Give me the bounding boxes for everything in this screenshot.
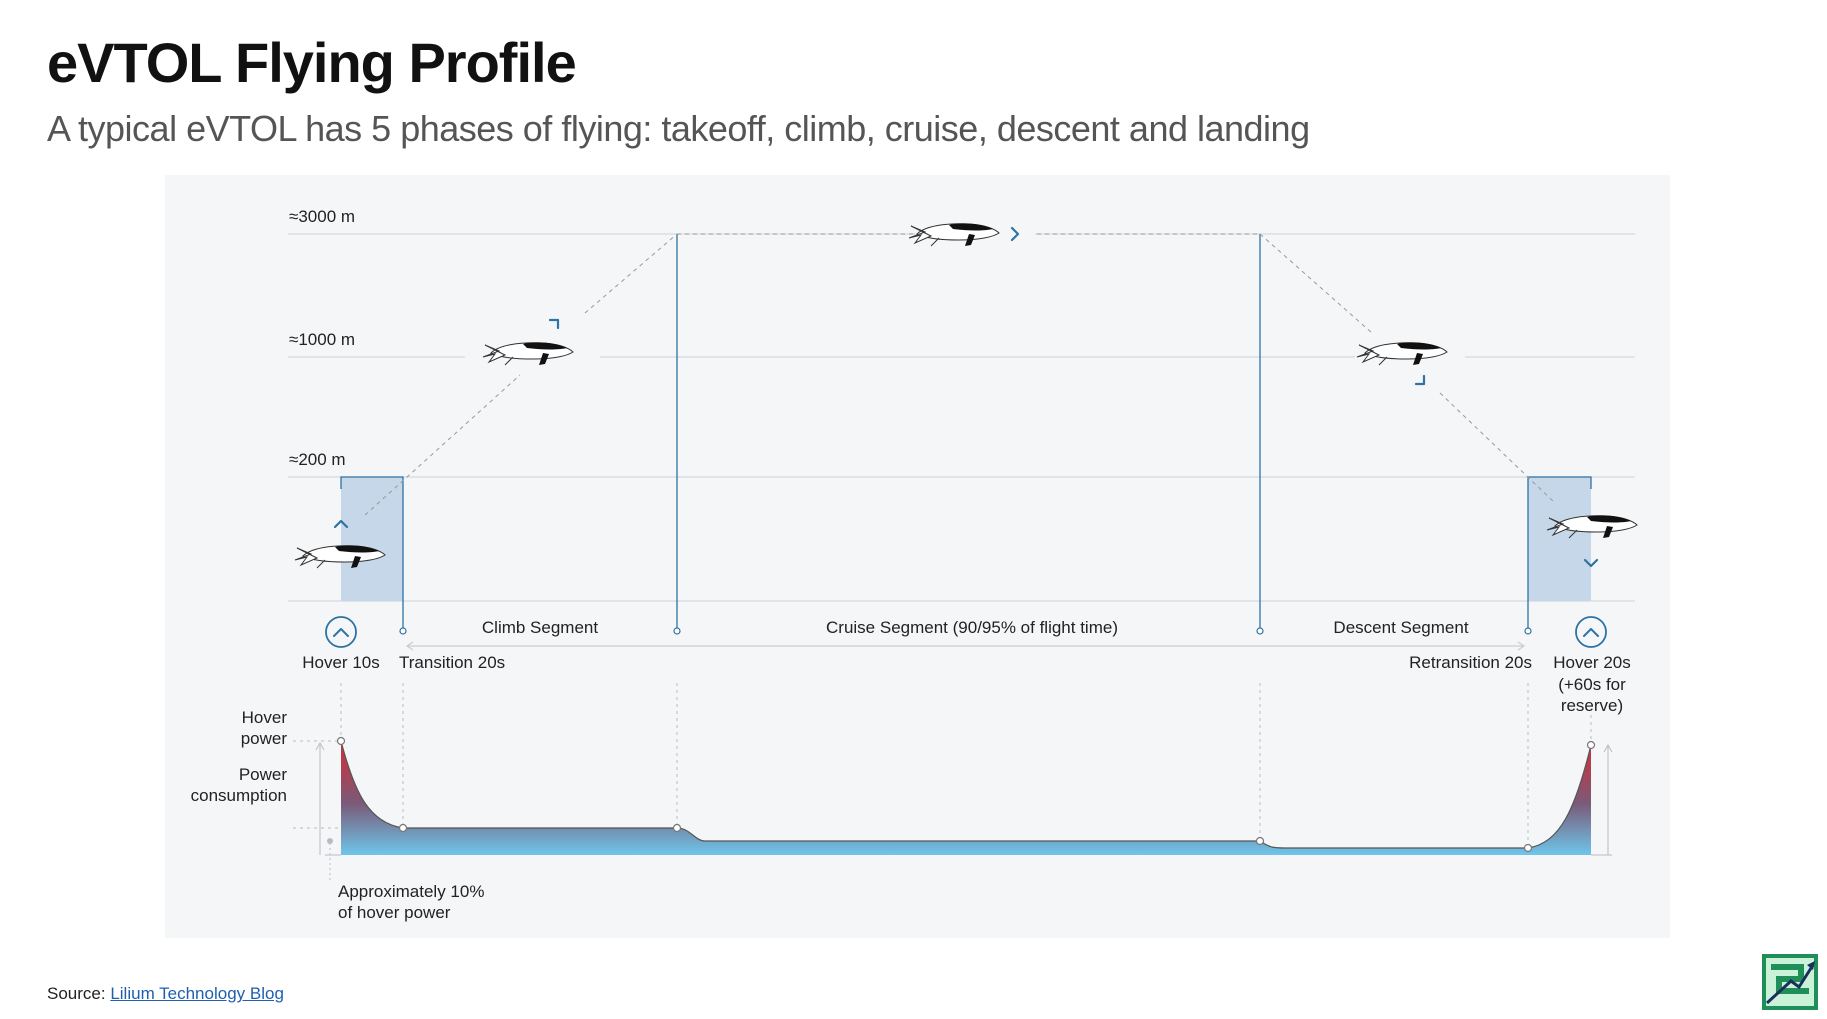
climb-end-marker [673, 627, 681, 635]
cruise-end-marker [1256, 627, 1264, 635]
flight-path [364, 233, 1556, 516]
power-note-line-1: Approximately 10% [338, 882, 484, 901]
source-prefix: Source: [47, 984, 106, 1003]
climb-corner-arrow-icon [548, 318, 560, 330]
aircraft-descent-icon [1356, 341, 1448, 366]
power-point-cruise-end [1255, 836, 1265, 846]
brand-logo-icon [1762, 954, 1818, 1010]
altitude-grid [288, 233, 1635, 602]
aircraft-cruise-icon [908, 222, 1000, 247]
hover-landing-label-1: Hover 20s [1553, 653, 1630, 672]
landing-hover-zone [1528, 477, 1591, 601]
source-note: Source: Lilium Technology Blog [47, 984, 284, 1004]
power-consumption-label-1: Power [239, 765, 288, 784]
power-point-transition [398, 823, 408, 833]
power-consumption-label-2: consumption [191, 786, 287, 805]
power-point-hover-end [1586, 740, 1596, 750]
aircraft-climb-icon [482, 341, 574, 366]
descent-corner-arrow-icon [1414, 374, 1426, 386]
retransition-marker [1524, 627, 1532, 635]
power-note-line-2: of hover power [338, 903, 451, 922]
altitude-label-1000: ≈1000 m [289, 330, 355, 349]
hover-power-label-1: Hover [242, 708, 288, 727]
takeoff-hover-zone [341, 477, 403, 601]
hover-power-label-2: power [241, 729, 288, 748]
page-title: eVTOL Flying Profile [47, 31, 577, 94]
altitude-label-3000: ≈3000 m [289, 207, 355, 226]
transition-marker [399, 627, 407, 635]
flight-profile-panel: ≈3000 m ≈1000 m ≈200 m [165, 175, 1670, 938]
landing-hover-outline [1527, 476, 1592, 629]
ten-percent-marker [327, 838, 333, 844]
flight-profile-diagram: ≈3000 m ≈1000 m ≈200 m [191, 207, 1638, 922]
power-point-climb-end [672, 823, 682, 833]
page-subtitle: A typical eVTOL has 5 phases of flying: … [47, 108, 1310, 149]
hover-takeoff-label: Hover 10s [302, 653, 379, 672]
landing-hover-up-icon [1575, 616, 1607, 648]
hover-landing-label-3: reserve) [1561, 696, 1623, 715]
segment-span-line [405, 641, 1526, 651]
retransition-label: Retransition 20s [1409, 653, 1532, 672]
phase-guides [340, 683, 1592, 845]
power-point-retransition [1523, 843, 1533, 853]
landing-chevron-down-icon [1583, 558, 1599, 568]
power-point-hover-start [336, 736, 346, 746]
source-link[interactable]: Lilium Technology Blog [110, 984, 284, 1003]
cruise-segment-label: Cruise Segment (90/95% of flight time) [826, 618, 1118, 637]
power-consumption-area [341, 741, 1591, 855]
cruise-chevron-right-icon [1010, 226, 1020, 242]
takeoff-hover-up-icon [325, 616, 357, 648]
climb-segment-label: Climb Segment [482, 618, 598, 637]
transition-label: Transition 20s [399, 653, 505, 672]
hover-landing-label-2: (+60s for [1558, 675, 1626, 694]
altitude-label-200: ≈200 m [289, 450, 346, 469]
takeoff-hover-outline [340, 476, 404, 629]
takeoff-chevron-up-icon [333, 519, 349, 529]
descent-segment-label: Descent Segment [1333, 618, 1468, 637]
